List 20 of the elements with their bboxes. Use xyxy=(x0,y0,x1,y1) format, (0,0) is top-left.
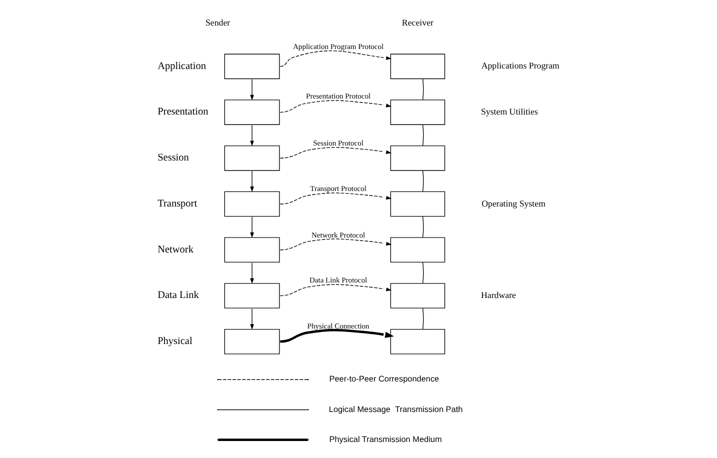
node-label: Data Link xyxy=(158,290,199,302)
edge-label: Application Program Protocol xyxy=(293,42,384,52)
edge-label: Presentation Protocol xyxy=(306,91,371,100)
node-label: Application xyxy=(158,60,206,72)
label: Operating System xyxy=(482,198,546,208)
label: Hardware xyxy=(481,290,516,300)
edge-label: Network Protocol xyxy=(311,230,366,240)
edge-label: Physical Connection xyxy=(307,321,370,330)
edge-label: Transport Protocol xyxy=(310,184,366,193)
node-label: Presentation xyxy=(158,106,208,118)
label: Applications Program xyxy=(481,60,560,71)
label: Receiver xyxy=(402,18,434,28)
node-label: Physical xyxy=(158,336,192,348)
node-label: Session xyxy=(158,152,189,164)
edge-label: Session Protocol xyxy=(313,138,364,148)
node-label: Transport xyxy=(158,198,198,210)
node-label: Network xyxy=(158,244,194,256)
label: Sender xyxy=(205,18,230,28)
edge-label: Data Link Protocol xyxy=(310,276,368,285)
label: System Utilities xyxy=(480,106,538,117)
